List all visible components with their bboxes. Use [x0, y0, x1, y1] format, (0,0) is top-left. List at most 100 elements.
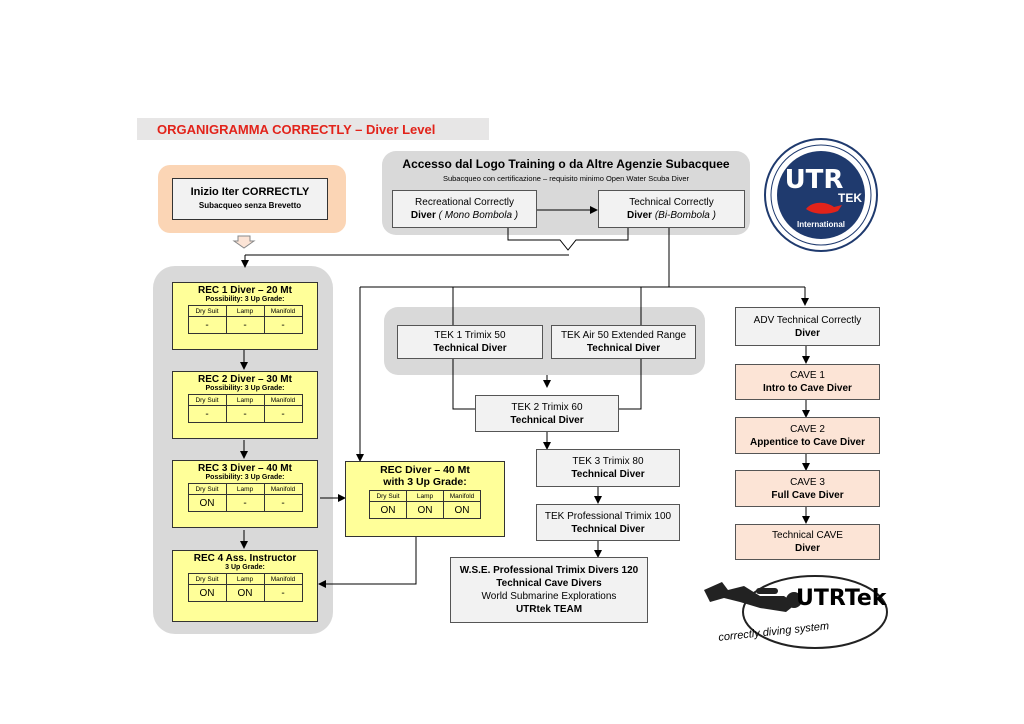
tek2-box: TEK 2 Trimix 60 Technical Diver: [475, 395, 619, 432]
tcave-l1: Technical CAVE: [772, 530, 843, 541]
wse-l1: W.S.E. Professional Trimix Divers 120: [459, 565, 639, 576]
rec1-box: REC 1 Diver – 20 Mt Possibility: 3 Up Gr…: [172, 282, 318, 350]
rec-line2b: ( Mono Bombola ): [438, 210, 519, 221]
rec1-sub: Possibility: 3 Up Grade:: [205, 296, 285, 303]
seal-tek-text: TEK: [838, 191, 862, 205]
page-title: ORGANIGRAMMA CORRECTLY – Diver Level: [137, 118, 489, 140]
rec1-title: REC 1 Diver – 20 Mt: [198, 285, 292, 296]
rec4-sub: 3 Up Grade:: [225, 564, 265, 571]
hdr-manifold: Manifold: [443, 490, 481, 502]
hdr-manifold: Manifold: [263, 483, 303, 495]
val-manifold: -: [263, 405, 303, 423]
wse-l2: Technical Cave Divers: [496, 578, 602, 589]
rec2-sub: Possibility: 3 Up Grade:: [205, 385, 285, 392]
tek2-l2: Technical Diver: [510, 414, 584, 426]
tech-line2b: (Bi-Bombola ): [654, 210, 716, 221]
adv-technical-box: ADV Technical Correctly Diver: [735, 307, 880, 346]
rec-diver-line2: with 3 Up Grade:: [383, 476, 467, 488]
val-dry-suit: -: [187, 316, 227, 334]
cave1-l2: Intro to Cave Diver: [763, 383, 852, 394]
wse-l4: UTRtek TEAM: [515, 604, 583, 615]
diver-logo-brand: UTRTek: [796, 586, 887, 611]
rec-diver-line1: REC Diver – 40 Mt: [380, 464, 470, 476]
utrtek-diver-logo: UTRTek correctly diving system: [700, 572, 890, 652]
tech-line2: Diver (Bi-Bombola ): [627, 209, 716, 222]
hdr-lamp: Lamp: [225, 305, 265, 317]
tek3-l1: TEK 3 Trimix 80: [572, 456, 644, 467]
tech-line1: Technical Correctly: [629, 197, 714, 208]
wse-box: W.S.E. Professional Trimix Divers 120 Te…: [450, 557, 648, 623]
val-dry-suit: ON: [187, 584, 227, 602]
rec3-box: REC 3 Diver – 40 Mt Possibility: 3 Up Gr…: [172, 460, 318, 528]
val-lamp: ON: [225, 584, 265, 602]
hdr-manifold: Manifold: [263, 305, 303, 317]
inizio-title: Inizio Iter CORRECTLY: [190, 186, 310, 198]
rec-line2a: Diver: [410, 210, 436, 221]
seal-utr-text: UTR: [784, 165, 844, 195]
inizio-subtitle: Subacqueo senza Brevetto: [198, 201, 302, 210]
val-lamp: -: [225, 405, 265, 423]
rec2-box: REC 2 Diver – 30 Mt Possibility: 3 Up Gr…: [172, 371, 318, 439]
utr-tek-seal-logo: UTR TEK International: [762, 137, 880, 253]
cave3-l1: CAVE 3: [790, 476, 825, 488]
val-dry-suit: -: [187, 405, 227, 423]
tcave-l2: Diver: [794, 543, 820, 554]
tek3-box: TEK 3 Trimix 80 Technical Diver: [536, 449, 680, 487]
tek1-box: TEK 1 Trimix 50 Technical Diver: [397, 325, 543, 359]
rec-line1: Recreational Correctly: [415, 197, 514, 208]
technical-cave-box: Technical CAVE Diver: [735, 524, 880, 560]
hdr-lamp: Lamp: [406, 490, 444, 502]
cave2-l2: Appentice to Cave Diver: [749, 436, 866, 448]
cave2-l1: CAVE 2: [790, 423, 825, 435]
hdr-dry-suit: Dry Suit: [187, 394, 227, 406]
val-lamp: -: [225, 316, 265, 334]
rec-line2: Diver ( Mono Bombola ): [411, 209, 518, 222]
val-dry-suit: ON: [369, 501, 407, 519]
rec4-title: REC 4 Ass. Instructor: [193, 553, 297, 564]
tek-air-l1: TEK Air 50 Extended Range: [560, 330, 687, 341]
adv-l1: ADV Technical Correctly: [753, 314, 862, 326]
val-manifold: ON: [443, 501, 481, 519]
access-subtitle: Subacqueo con certificazione – requisito…: [442, 174, 690, 183]
cave2-box: CAVE 2 Appentice to Cave Diver: [735, 417, 880, 454]
seal-international-text: International: [796, 220, 845, 229]
rec4-box: REC 4 Ass. Instructor 3 Up Grade: Dry Su…: [172, 550, 318, 622]
hdr-dry-suit: Dry Suit: [187, 305, 227, 317]
adv-l2: Diver: [794, 327, 820, 339]
hdr-lamp: Lamp: [225, 483, 265, 495]
recreational-correctly-box: Recreational Correctly Diver ( Mono Bomb…: [392, 190, 537, 228]
tech-line2a: Diver: [627, 210, 653, 221]
seal-graphic: [764, 138, 878, 252]
tek1-l1: TEK 1 Trimix 50: [434, 330, 506, 341]
hdr-dry-suit: Dry Suit: [187, 573, 227, 585]
tek-pro-l1: TEK Professional Trimix 100: [544, 510, 672, 522]
rec2-title: REC 2 Diver – 30 Mt: [198, 374, 292, 385]
val-dry-suit: ON: [187, 494, 227, 512]
rec3-sub: Possibility: 3 Up Grade:: [205, 474, 285, 481]
hdr-lamp: Lamp: [225, 573, 265, 585]
inizio-box: Inizio Iter CORRECTLY Subacqueo senza Br…: [172, 178, 328, 220]
cave1-box: CAVE 1 Intro to Cave Diver: [735, 364, 880, 400]
rec3-title: REC 3 Diver – 40 Mt: [198, 463, 292, 474]
val-manifold: -: [263, 494, 303, 512]
wse-l3: World Submarine Explorations: [481, 591, 617, 602]
cave3-box: CAVE 3 Full Cave Diver: [735, 470, 880, 507]
tek3-l2: Technical Diver: [571, 469, 645, 480]
cave3-l2: Full Cave Diver: [771, 489, 844, 501]
val-manifold: -: [263, 316, 303, 334]
tek-air-l2: Technical Diver: [586, 343, 661, 354]
tek-professional-box: TEK Professional Trimix 100 Technical Di…: [536, 504, 680, 541]
tek2-l1: TEK 2 Trimix 60: [511, 401, 583, 413]
hdr-manifold: Manifold: [263, 573, 303, 585]
cave1-l1: CAVE 1: [790, 370, 825, 381]
rec-diver-40-box: REC Diver – 40 Mt with 3 Up Grade: Dry S…: [345, 461, 505, 537]
val-lamp: ON: [406, 501, 444, 519]
tek1-l2: Technical Diver: [433, 343, 507, 354]
hdr-lamp: Lamp: [225, 394, 265, 406]
diver-logo-graphic: [704, 575, 888, 649]
